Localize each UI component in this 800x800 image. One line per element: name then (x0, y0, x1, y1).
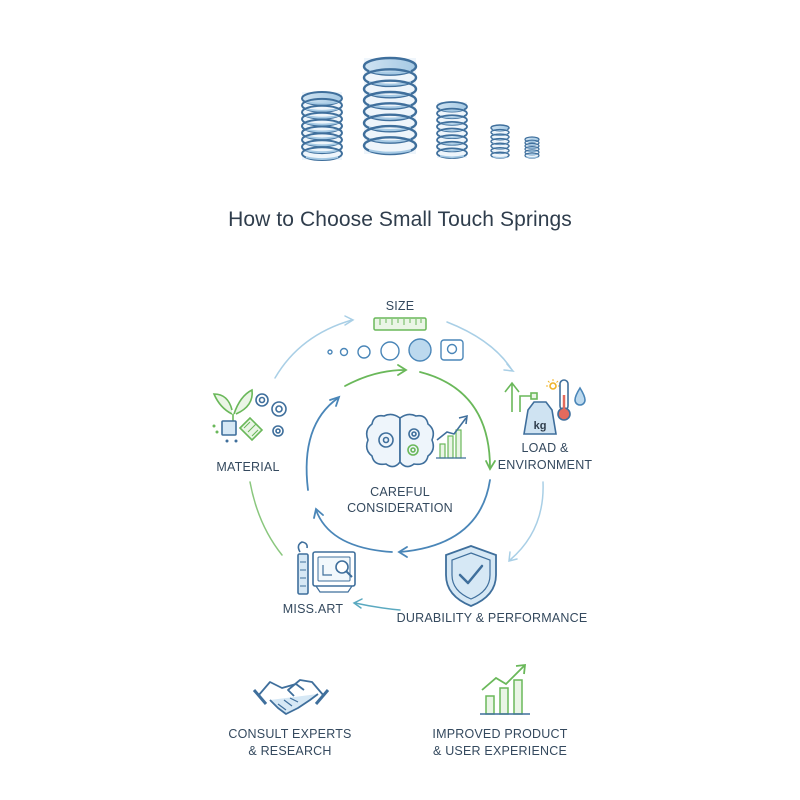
arc-size-to-load (446, 321, 513, 371)
arc-material-to-size (274, 319, 353, 379)
stage-load-label-line1: LOAD & (521, 441, 569, 455)
arc-missart-to-material (249, 481, 283, 556)
ruler-icon (373, 317, 427, 331)
stage-durability-label: DURABILITY & PERFORMANCE (396, 611, 588, 625)
handshake-icon (252, 679, 330, 715)
stage-material-label: MATERIAL (216, 460, 280, 474)
inner-arc-right (419, 371, 491, 469)
growth-chart-icon (436, 414, 468, 459)
spring-icon (490, 124, 510, 159)
outcome-improved-line1: IMPROVED PRODUCT (432, 727, 568, 741)
leaf-gears-icon (212, 388, 287, 443)
spring-icon (362, 56, 418, 156)
brain-gears-icon (365, 413, 435, 468)
spring-icon (436, 101, 468, 159)
spring-icon (524, 136, 540, 159)
weight-icon (523, 401, 557, 435)
spring-icon (301, 91, 343, 162)
stage-load-label-line2: ENVIRONMENT (497, 458, 593, 472)
arc-load-to-durability (509, 481, 544, 561)
weight-label: kg (534, 420, 547, 432)
outcome-improved-line2: & USER EXPERIENCE (433, 744, 567, 758)
inner-arc-top (344, 369, 406, 387)
outcome-consult-line2: & RESEARCH (248, 744, 332, 758)
inner-arc-bottom-right (399, 479, 491, 553)
center-label-line1: CAREFUL (370, 485, 430, 499)
page-title: How to Choose Small Touch Springs (228, 208, 572, 231)
inner-arc-bottom-left (315, 509, 393, 553)
stage-size-label: SIZE (385, 299, 415, 313)
outcome-consult-line1: CONSULT EXPERTS (228, 727, 352, 741)
inner-arc-left (305, 397, 339, 491)
arc-durability-to-missart (354, 602, 401, 611)
caliper-blueprint-icon (297, 541, 356, 595)
shield-check-icon (445, 545, 497, 607)
stage-missart-label: MISS.ART (282, 602, 344, 616)
center-label-line2: CONSIDERATION (347, 501, 453, 515)
size-circles-icon (327, 338, 464, 362)
improved-chart-icon (480, 663, 530, 715)
load-environment-icon (504, 379, 586, 435)
